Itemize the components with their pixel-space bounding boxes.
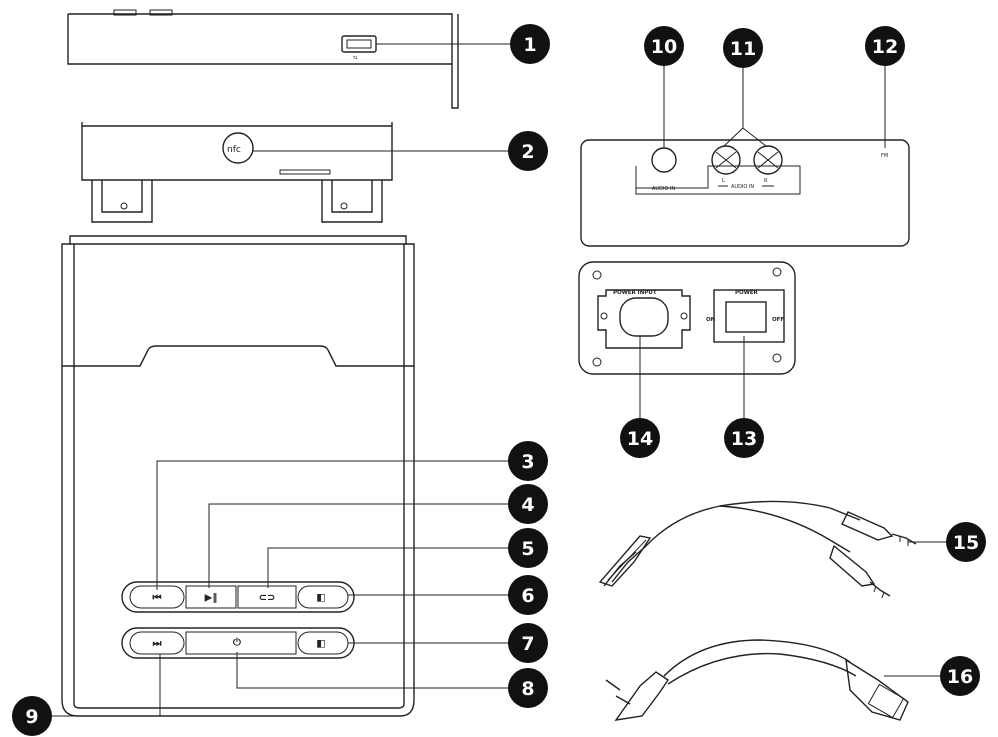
callout-9: 9 — [12, 696, 52, 736]
fm-label: FM — [881, 153, 888, 159]
volume-up-button[interactable] — [297, 585, 349, 609]
rca-left-jack — [711, 145, 741, 175]
power-input-socket — [597, 289, 691, 349]
callout-4: 4 — [508, 484, 548, 524]
callout-14: 14 — [620, 418, 660, 458]
mode-icon: ⊂⊃ — [259, 593, 276, 604]
power-switch[interactable] — [725, 301, 767, 333]
callout-3-number: 3 — [521, 451, 534, 473]
volume-down-icon: ◧ — [316, 639, 325, 650]
mode-button[interactable] — [237, 585, 297, 609]
callout-9-number: 9 — [25, 706, 38, 728]
power-label: POWER — [735, 290, 759, 296]
callout-13-number: 13 — [731, 428, 757, 450]
callout-7-number: 7 — [521, 633, 534, 655]
callout-6: 6 — [508, 575, 548, 615]
power-icon: ⏻ — [233, 637, 241, 649]
power-panel: POWER INPUT POWER ON OFF — [578, 261, 796, 375]
callout-14-number: 14 — [627, 428, 653, 450]
nfc-module: nfc — [81, 122, 393, 223]
callout-2-number: 2 — [521, 141, 534, 163]
callout-15-number: 15 — [953, 532, 979, 554]
nfc-label: nfc — [227, 145, 241, 155]
power-input-label: POWER INPUT — [613, 290, 657, 296]
volume-up-icon: ◧ — [316, 593, 325, 604]
power-button[interactable] — [185, 631, 297, 655]
speaker-body: ⏮ ▶‖ ⊂⊃ ◧ ⏭ ⏻ ◧ — [61, 235, 415, 717]
callout-12-number: 12 — [872, 36, 898, 58]
play-pause-icon: ▶‖ — [205, 593, 218, 604]
callout-16: 16 — [940, 656, 980, 696]
rca-r-label: R — [764, 178, 768, 184]
callout-4-number: 4 — [521, 494, 534, 516]
callout-6-number: 6 — [521, 585, 534, 607]
on-label: ON — [706, 317, 716, 323]
top-panel: ⇆ — [67, 9, 459, 109]
rca-right-jack — [753, 145, 783, 175]
play-pause-button[interactable] — [185, 585, 237, 609]
callout-5-number: 5 — [521, 538, 534, 560]
callout-15: 15 — [946, 522, 986, 562]
callout-1-number: 1 — [523, 34, 536, 56]
callout-7: 7 — [508, 623, 548, 663]
audio-cable — [598, 500, 917, 599]
power-switch-housing — [713, 289, 785, 343]
callout-11: 11 — [723, 28, 763, 68]
callout-10-number: 10 — [651, 36, 677, 58]
next-icon: ⏭ — [153, 639, 162, 650]
callout-10: 10 — [644, 26, 684, 66]
aux-label: AUDIO IN — [652, 186, 675, 192]
button-row-1: ⏮ ▶‖ ⊂⊃ ◧ — [121, 581, 355, 613]
rca-l-label: L — [722, 178, 725, 184]
nfc-badge — [222, 132, 254, 164]
callout-13: 13 — [724, 418, 764, 458]
callout-2: 2 — [508, 131, 548, 171]
callout-5: 5 — [508, 528, 548, 568]
callout-12: 12 — [865, 26, 905, 66]
next-button[interactable] — [129, 631, 185, 655]
prev-icon: ⏮ — [153, 593, 162, 604]
callout-11-number: 11 — [730, 38, 756, 60]
callout-3: 3 — [508, 441, 548, 481]
callout-16-number: 16 — [947, 666, 973, 688]
rca-label: AUDIO IN — [731, 184, 754, 190]
leader-lines — [50, 43, 948, 717]
callout-8: 8 — [508, 668, 548, 708]
off-label: OFF — [772, 317, 784, 323]
aux-jack — [651, 147, 677, 173]
button-row-2: ⏭ ⏻ ◧ — [121, 627, 355, 659]
rear-audio-panel: AUDIO IN L R AUDIO IN FM — [580, 139, 910, 247]
usb-icon: ⇆ — [353, 55, 357, 61]
callout-1: 1 — [510, 24, 550, 64]
callout-8-number: 8 — [521, 678, 534, 700]
power-cord — [605, 639, 909, 721]
